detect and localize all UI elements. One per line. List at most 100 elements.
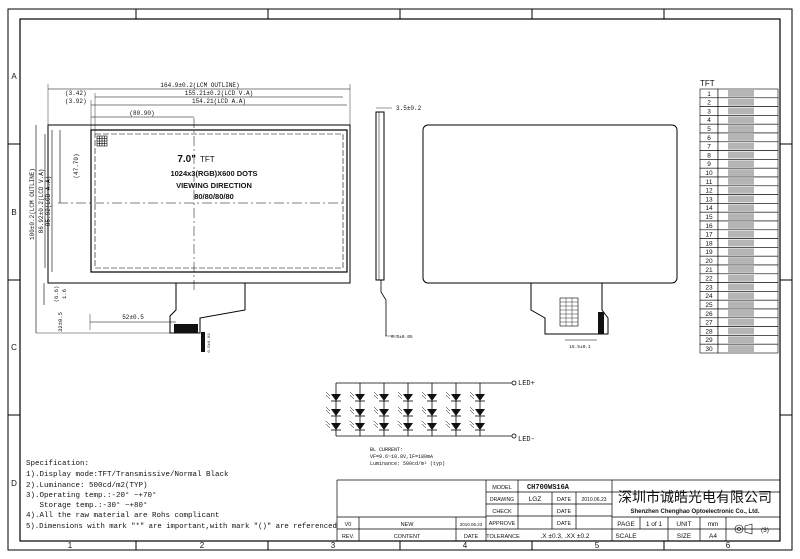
pin-number: 9 xyxy=(707,161,711,168)
led-diode xyxy=(397,406,413,417)
pin-table-header: TFT xyxy=(700,79,715,88)
pin-row: 18 xyxy=(699,238,779,248)
pin-row: 7 xyxy=(699,141,779,151)
pin-number: 29 xyxy=(705,337,713,344)
pin-signal-redacted xyxy=(728,301,754,308)
led-diode xyxy=(397,420,413,431)
dim-va-height: 86.92±0.2(LCD V.A) xyxy=(38,169,45,234)
viewing-area xyxy=(94,133,344,269)
led-diode xyxy=(469,391,485,402)
pin-signal-redacted xyxy=(728,178,754,185)
pin-row: 27 xyxy=(699,317,779,327)
pin-signal-redacted xyxy=(728,239,754,247)
pin-row: 23 xyxy=(699,282,779,292)
front-view-labels: 7.0" TFT 1024x3(RGB)X600 DOTS VIEWING DI… xyxy=(29,82,258,353)
zone-ticks xyxy=(8,9,792,550)
pin-signal-redacted xyxy=(728,204,754,212)
zone-row-label: D xyxy=(11,479,17,488)
lcm-outline xyxy=(47,124,351,284)
led-diode xyxy=(325,391,341,402)
approve-label: APPROVE xyxy=(489,521,516,527)
pin-row: 20 xyxy=(699,255,779,266)
scale-label: SCALE xyxy=(615,533,637,540)
pin-number: 26 xyxy=(705,311,713,318)
pin-number: 12 xyxy=(705,188,713,195)
rev-label: REV. xyxy=(342,534,355,540)
projection-label: (3) xyxy=(761,527,769,534)
zone-row-label: A xyxy=(11,72,17,81)
bl-luminance: Luminance: 500cd/m² (typ) xyxy=(370,461,445,467)
zone-col-label: 4 xyxy=(463,541,468,550)
bl-current-vf: VF=9.6~10.8V,IF=180mA xyxy=(370,454,433,460)
pin-row: 12 xyxy=(699,185,779,195)
led-diode xyxy=(325,406,341,417)
spec-line-4: Storage temp.:-30° ~+80° xyxy=(26,501,148,510)
date-column-label: DATE xyxy=(464,534,479,540)
pin-number: 21 xyxy=(705,267,713,274)
pin-row: 9 xyxy=(699,159,779,169)
drawing-date-label: DATE xyxy=(557,497,572,503)
pin-number: 19 xyxy=(705,249,713,256)
led-diode xyxy=(421,406,437,417)
pin-row: 11 xyxy=(699,176,779,187)
pin-signal-redacted xyxy=(728,222,754,229)
pin-number: 28 xyxy=(705,328,713,335)
zone-row-label: B xyxy=(11,208,16,217)
pin-signal-redacted xyxy=(728,274,754,282)
pin-row: 25 xyxy=(699,299,779,310)
dim-fpc-offset-1: (6.6) xyxy=(53,286,60,303)
pin-row: 24 xyxy=(699,291,779,301)
led-diode xyxy=(325,420,341,431)
dim-va-width: 155.21±0.2(LCD V.A) xyxy=(185,90,253,97)
led-diode xyxy=(349,420,365,431)
pin-signal-redacted xyxy=(728,116,754,124)
check-date-label: DATE xyxy=(557,509,572,515)
led-diode xyxy=(421,391,437,402)
led-diode xyxy=(445,420,461,431)
viewing-direction-value: 80/80/80/80 xyxy=(194,192,234,201)
dim-center-y: (47.70) xyxy=(73,153,80,178)
zone-col-label: 5 xyxy=(595,541,600,550)
led-diode xyxy=(469,406,485,417)
active-area xyxy=(90,129,348,273)
dim-outline-height: 100±0.2(LCM OUTLINE) xyxy=(29,168,36,240)
zone-row-label: C xyxy=(11,343,17,352)
pin-signal-redacted xyxy=(728,336,754,344)
pin-number: 3 xyxy=(707,108,711,115)
projection-symbol-icon xyxy=(734,523,753,535)
pin-number: 17 xyxy=(705,232,713,239)
led-diode xyxy=(373,391,389,402)
content-label: CONTENT xyxy=(394,534,421,540)
dim-fpc-pitch: 0.5±0.03 xyxy=(208,333,212,353)
dim-center-x: (80.90) xyxy=(129,110,154,117)
led-diode xyxy=(397,391,413,402)
pin-number: 23 xyxy=(705,284,713,291)
pin-row: 21 xyxy=(699,264,779,275)
pin-number: 11 xyxy=(706,179,713,186)
fpc-stiffener xyxy=(201,332,205,352)
drawing-label: DRAWING xyxy=(490,497,514,503)
pin-row: 15 xyxy=(699,211,779,222)
pin-signal-redacted xyxy=(728,345,754,352)
pin-number: 7 xyxy=(707,144,711,151)
spec-line-6: 5).Dimensions with mark "*" are importan… xyxy=(26,523,337,531)
led-diode xyxy=(373,420,389,431)
pin-table: 1234567891011121314151617181920212223242… xyxy=(699,88,779,354)
pin-row: 2 xyxy=(699,97,779,107)
zone-col-label: 3 xyxy=(331,541,336,550)
pin-number: 30 xyxy=(705,346,713,353)
pin-number: 2 xyxy=(707,100,711,107)
pin-number: 25 xyxy=(705,302,713,309)
rev-v0-content: NEW xyxy=(401,522,415,528)
pin-number: 15 xyxy=(705,214,713,221)
pin-signal-redacted xyxy=(728,248,754,256)
pin-row: 22 xyxy=(699,273,779,283)
pin-signal-redacted xyxy=(728,327,754,335)
pin-number: 6 xyxy=(707,135,711,142)
led-plus-label: LED+ xyxy=(518,380,535,388)
pin-row: 5 xyxy=(699,123,779,134)
rear-view xyxy=(422,124,678,341)
pin-row: 6 xyxy=(699,132,779,143)
